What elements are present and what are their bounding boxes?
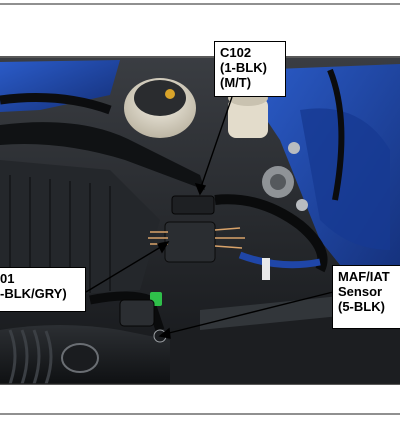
connector-c101 [164,221,216,263]
intake-bellows [8,329,53,385]
reservoir-cap [134,80,186,116]
cap-label [165,89,175,99]
brace-tube [0,122,205,190]
bottom-margin [0,384,400,424]
leader-lines [85,96,334,339]
callout-c102-line3: (M/T) [220,75,252,90]
callout-maf-line1: MAF/IAT [338,269,390,284]
callout-c102-line1: C102 [220,45,252,60]
leader-c102-arrow [194,183,207,196]
leader-c101 [85,244,165,293]
air-box [0,160,160,300]
hose-right [327,68,345,201]
maf-iat-sensor [119,299,155,327]
leader-maf [164,291,334,335]
callout-c101-line1: 01 [0,271,15,286]
callout-c102: C102 (1-BLK) (M/T) [214,41,286,97]
hose-clamp [61,343,99,373]
leader-c101-arrow [156,241,170,254]
connector-c102 [171,195,215,215]
blue-harness-strip [238,251,321,269]
callout-maf-iat-sensor: MAF/IAT Sensor (5-BLK) [332,265,400,329]
bolt-head-1 [288,142,300,154]
leader-maf-arrow [158,327,171,339]
strut-nut [270,174,286,190]
callout-maf-line2: Sensor [338,284,383,299]
hose-upper [0,93,112,115]
callout-maf-line3: (5-BLK) [338,299,385,314]
callout-c102-line2: (1-BLK) [220,60,267,75]
callout-c101-line2: -BLK/GRY) [0,286,67,301]
reservoir-small [228,98,268,138]
cable-tie [262,258,270,280]
strut-tower-shade [300,108,390,250]
bolt-head-2 [296,199,308,211]
top-margin [0,0,400,58]
harness-tube [214,194,328,273]
callout-c101: 01 -BLK/GRY) [0,267,86,312]
leader-c102 [199,96,233,191]
